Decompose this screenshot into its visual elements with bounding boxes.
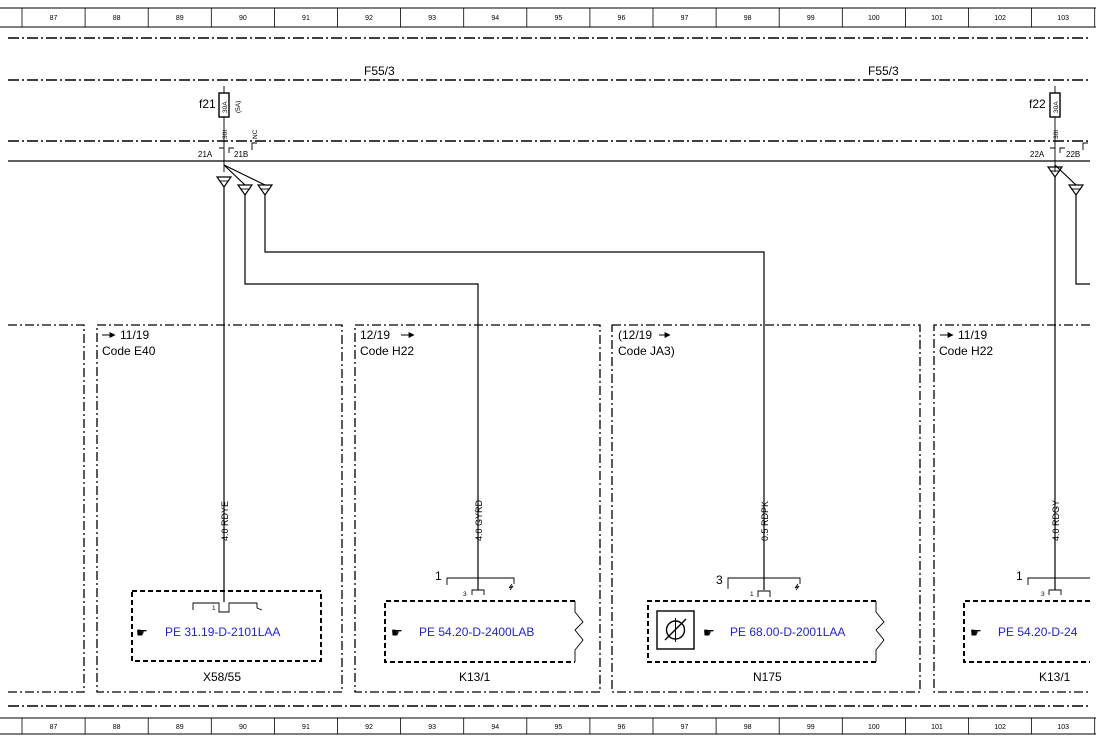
section-ref: 11/19 <box>958 328 987 342</box>
component-label: X58/55 <box>203 670 241 684</box>
pointing-hand-icon: ☛ <box>970 625 982 640</box>
splice-wires-f21 <box>215 164 765 602</box>
fuse-f21: f21 30A (5A) 30I NC 21A 21B <box>198 86 259 172</box>
component-box <box>963 600 1090 663</box>
component-box <box>384 600 575 663</box>
ruler-column-label: 97 <box>681 15 689 22</box>
fuse-f22: f22 30A 30I 22A 22B <box>1029 86 1088 172</box>
fuse-block-label: F55/3 <box>364 64 395 78</box>
section-ref: (12/19 <box>618 328 652 342</box>
pin-top-label: 3 <box>716 573 723 587</box>
fuse-rating: 30A <box>1053 101 1060 113</box>
ruler-column-label: 87 <box>50 15 58 22</box>
section-code: Code H22 <box>360 344 414 358</box>
section-n175: (12/19 Code JA3) 3 1 ☛ PE 68.00-D-2001LA… <box>618 328 885 684</box>
ruler-column-label: 95 <box>554 724 562 731</box>
ruler-column-label: 103 <box>1057 15 1069 22</box>
ruler-column-label: 94 <box>491 724 499 731</box>
ruler-column-label: 102 <box>994 15 1006 22</box>
ruler-column-label: 102 <box>994 724 1006 731</box>
section-k13-1-right: 11/19 Code H22 1 3 ☛ PE 54.20-D-24 K13/1 <box>939 328 1090 684</box>
section-code: Code JA3) <box>618 344 675 358</box>
pointing-hand-icon: ☛ <box>391 625 403 640</box>
pin-label: 3 <box>1041 591 1045 598</box>
terminal-label: 22B <box>1066 150 1080 159</box>
ruler-column-label: 93 <box>428 15 436 22</box>
doc-link[interactable]: PE 54.20-D-2400LAB <box>419 625 534 639</box>
doc-link[interactable]: PE 31.19-D-2101LAA <box>165 625 280 639</box>
ruler-column-label: 99 <box>807 724 815 731</box>
wire-label: 4.0 GYRD <box>474 499 484 541</box>
ruler-column-label: 88 <box>113 15 121 22</box>
ruler-column-label: 90 <box>239 724 247 731</box>
doc-link[interactable]: PE 54.20-D-24 <box>998 625 1078 639</box>
pin-top-label: 1 <box>1016 569 1023 583</box>
bottom-ruler: 87 88 89 90 91 92 93 94 95 96 97 98 99 100 101 102 103 <box>0 717 1096 735</box>
pin-label: 1 <box>212 605 216 612</box>
ruler-column-label: 88 <box>113 724 121 731</box>
wire-label: 4.0 RDYE <box>220 501 230 541</box>
fuse-sub-rating: (5A) <box>235 101 242 113</box>
ruler-column-label: 101 <box>931 15 943 22</box>
fuse-pin-label: 30I <box>222 130 229 139</box>
sensor-symbol-icon <box>656 610 695 650</box>
ruler-column-label: 96 <box>618 15 626 22</box>
section-k13-1: 12/19 Code H22 1 3 ☛ PE 54.20-D-2400LAB … <box>360 328 584 684</box>
terminal-label: 21B <box>234 150 248 159</box>
component-box <box>647 600 876 663</box>
ruler-column-label: 89 <box>176 724 184 731</box>
component-label: N175 <box>753 670 782 684</box>
wire-label: 4.0 RDGY <box>1051 500 1061 541</box>
ruler-column-label: 97 <box>681 724 689 731</box>
pin-label: 3 <box>463 591 467 598</box>
fuse-pin-label: 30I <box>1053 130 1060 139</box>
pointing-hand-icon: ☛ <box>136 625 148 640</box>
section-ref: 11/19 <box>120 328 149 342</box>
ruler-column-label: 100 <box>868 724 880 731</box>
ruler-column-label: 98 <box>744 15 752 22</box>
component-label: K13/1 <box>1039 670 1071 684</box>
component-label: K13/1 <box>459 670 491 684</box>
pointing-hand-icon: ☛ <box>703 625 715 640</box>
wire-label: 0.5 RDPK <box>760 501 770 541</box>
ruler-column-label: 87 <box>50 724 58 731</box>
pin-label: 1 <box>750 591 754 598</box>
section-x58-55: 11/19 Code E40 1 ☛ PE 31.19-D-2101LAA X5… <box>102 328 322 684</box>
ruler-column-label: 101 <box>931 724 943 731</box>
ruler-column-label: 93 <box>428 724 436 731</box>
ruler-column-label: 96 <box>618 724 626 731</box>
fuse-pin-label: NC <box>252 129 259 139</box>
component-box <box>131 590 322 662</box>
ruler-column-label: 91 <box>302 15 310 22</box>
ruler-column-label: 94 <box>491 15 499 22</box>
section-ref: 12/19 <box>360 328 390 342</box>
fuse-rating: 30A <box>222 101 229 113</box>
ruler-column-label: 99 <box>807 15 815 22</box>
pin-top-label: 1 <box>435 569 442 583</box>
ruler-column-label: 92 <box>365 724 373 731</box>
fuse-name: f22 <box>1029 97 1046 111</box>
splice-wires-f22 <box>1046 164 1090 590</box>
fuse-name: f21 <box>199 97 216 111</box>
top-ruler: 87 88 89 90 91 92 93 94 95 96 97 98 99 100 101 102 103 <box>0 7 1096 28</box>
ruler-column-label: 100 <box>868 15 880 22</box>
terminal-label: 21A <box>198 150 213 159</box>
ruler-column-label: 89 <box>176 15 184 22</box>
ruler-column-label: 95 <box>554 15 562 22</box>
ruler-column-label: 98 <box>744 724 752 731</box>
fuse-block-f55-3: F55/3 F55/3 <box>8 64 1090 142</box>
section-frames <box>8 324 1090 693</box>
doc-link[interactable]: PE 68.00-D-2001LAA <box>730 625 845 639</box>
ruler-column-label: 90 <box>239 15 247 22</box>
ruler-column-label: 91 <box>302 724 310 731</box>
ruler-column-label: 103 <box>1057 724 1069 731</box>
section-code: Code H22 <box>939 344 993 358</box>
fuse-block-label: F55/3 <box>868 64 899 78</box>
ruler-column-label: 92 <box>365 15 373 22</box>
terminal-label: 22A <box>1030 150 1045 159</box>
section-code: Code E40 <box>102 344 156 358</box>
